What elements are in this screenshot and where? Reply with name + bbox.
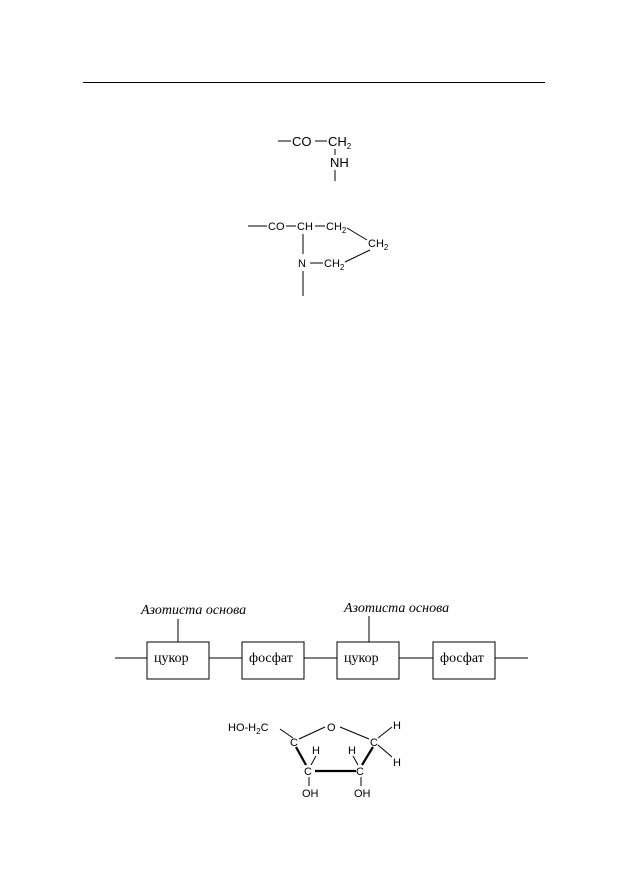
atom-ch: CH bbox=[328, 134, 347, 149]
atom-ch: CH bbox=[297, 221, 313, 233]
bond-c4-o bbox=[298, 726, 326, 740]
ribose-structure: HO-H2C O C C C C H H H H OH OH bbox=[228, 720, 401, 800]
svg-text:CH2: CH2 bbox=[324, 258, 345, 272]
bond-ch2-ch2 bbox=[346, 227, 368, 241]
atom-ring-o: O bbox=[327, 722, 336, 734]
svg-text:CH2: CH2 bbox=[328, 134, 352, 151]
bond-o-c1 bbox=[339, 726, 370, 740]
subscript-2: 2 bbox=[340, 263, 345, 272]
bond-ring-close bbox=[344, 249, 371, 263]
group-oh-c2: OH bbox=[354, 788, 371, 800]
svg-text:CH2: CH2 bbox=[326, 221, 347, 235]
box-sugar-2 bbox=[336, 641, 400, 680]
box-phosphate-1 bbox=[241, 641, 305, 680]
atom-co: CO bbox=[268, 221, 285, 233]
atom-ch2-right: CH bbox=[368, 238, 384, 250]
atom-nh: NH bbox=[330, 155, 349, 170]
bond-c2-h bbox=[352, 755, 359, 766]
subscript-2: 2 bbox=[256, 727, 261, 736]
glycine-residue-structure: CO CH2 NH bbox=[278, 134, 352, 181]
bond-ch2-c4 bbox=[279, 728, 294, 739]
group-oh-c3: OH bbox=[302, 788, 319, 800]
atom-c1: C bbox=[370, 737, 378, 749]
bond-c4-c3 bbox=[295, 746, 307, 766]
atom-n: N bbox=[298, 258, 306, 270]
proline-residue-structure: CO CH CH2 CH2 N CH2 bbox=[248, 221, 389, 296]
subscript-2: 2 bbox=[347, 142, 352, 151]
bond-c1-h-top bbox=[377, 726, 393, 739]
box-label-phosphate-2: фосфат bbox=[440, 651, 484, 666]
box-label-sugar-2: цукор bbox=[344, 651, 379, 666]
atom-h-c3: H bbox=[312, 745, 320, 757]
atom-h-c1-top: H bbox=[393, 720, 401, 732]
atom-c-exocyclic: C bbox=[261, 722, 269, 734]
nitrogen-base-label-1: Азотиста основа bbox=[140, 603, 246, 618]
atom-c4: C bbox=[290, 737, 298, 749]
atom-ch2-bottom: CH bbox=[324, 258, 340, 270]
subscript-2: 2 bbox=[384, 243, 389, 252]
atom-c2: C bbox=[356, 766, 364, 778]
atom-h-c2: H bbox=[348, 745, 356, 757]
box-sugar-1 bbox=[146, 641, 210, 680]
bond-c2-c1 bbox=[361, 746, 374, 766]
nitrogen-base-label-2: Азотиста основа bbox=[343, 601, 449, 616]
nucleotide-chain-diagram: Азотиста основа Азотиста основа цукор фо… bbox=[115, 601, 528, 680]
atom-c3: C bbox=[304, 766, 312, 778]
box-label-phosphate-1: фосфат bbox=[249, 651, 293, 666]
atom-h-c1-bottom: H bbox=[393, 757, 401, 769]
box-phosphate-2 bbox=[432, 641, 496, 680]
atom-co: CO bbox=[292, 134, 312, 149]
box-label-sugar-1: цукор bbox=[154, 651, 189, 666]
svg-text:CH2: CH2 bbox=[368, 238, 389, 252]
subscript-2: 2 bbox=[342, 226, 347, 235]
bond-c3-h bbox=[310, 755, 317, 766]
atom-ch2-top: CH bbox=[326, 221, 342, 233]
bond-c1-h-bottom bbox=[377, 744, 393, 758]
group-ho-h: HO-H bbox=[228, 722, 256, 734]
svg-text:HO-H2C: HO-H2C bbox=[228, 722, 269, 736]
page-header-rule bbox=[83, 82, 545, 83]
